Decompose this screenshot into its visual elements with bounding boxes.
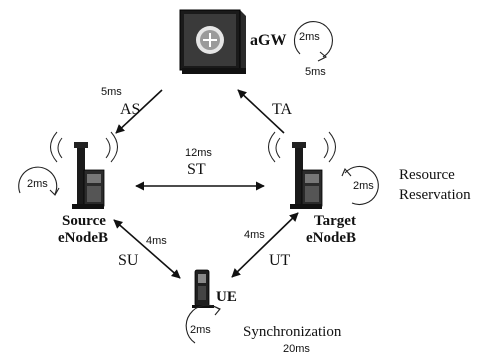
agw-cycle-label: 2ms: [299, 31, 320, 43]
link-su-arrow: [113, 219, 181, 279]
target-note-line2: Reservation: [399, 187, 471, 203]
ue-phone-icon: [192, 269, 214, 308]
source-label-line1: Source: [62, 213, 106, 229]
link-ut-label: UT: [269, 252, 291, 269]
agw-label: aGW: [250, 32, 287, 49]
ue-note-time: 20ms: [283, 343, 310, 355]
link-su-label: SU: [118, 252, 139, 269]
link-as-label: AS: [120, 101, 141, 118]
link-st-time: 12ms: [185, 147, 212, 159]
target-cycle-arrow-icon: [341, 166, 379, 206]
source-label-line2: eNodeB: [58, 230, 108, 246]
target-enodeb-icon: [268, 131, 336, 209]
link-st-label: ST: [187, 161, 206, 178]
agw-cycle-arrow-icon: [293, 21, 333, 62]
link-ut-time: 4ms: [244, 229, 265, 241]
link-ta-label: TA: [272, 101, 293, 118]
agw-server-icon: [179, 9, 246, 74]
source-cycle-label: 2ms: [27, 178, 48, 190]
ue-note: Synchronization: [243, 324, 342, 340]
target-cycle-label: 2ms: [353, 180, 374, 192]
link-as-time: 5ms: [101, 86, 122, 98]
link-ta-arrow: [237, 89, 285, 134]
ue-cycle-label: 2ms: [190, 324, 211, 336]
link-as-arrow: [115, 89, 163, 134]
target-note-line1: Resource: [399, 167, 455, 183]
ue-cycle-arrow-icon: [185, 304, 221, 344]
link-ut-arrow: [231, 212, 299, 278]
source-cycle-arrow-icon: [18, 166, 60, 196]
source-enodeb-icon: [50, 131, 118, 209]
target-label-line2: eNodeB: [306, 230, 356, 246]
ue-label: UE: [216, 289, 237, 305]
target-label-line1: Target: [314, 213, 356, 229]
agw-cycle-time: 5ms: [305, 66, 326, 78]
link-su-time: 4ms: [146, 235, 167, 247]
